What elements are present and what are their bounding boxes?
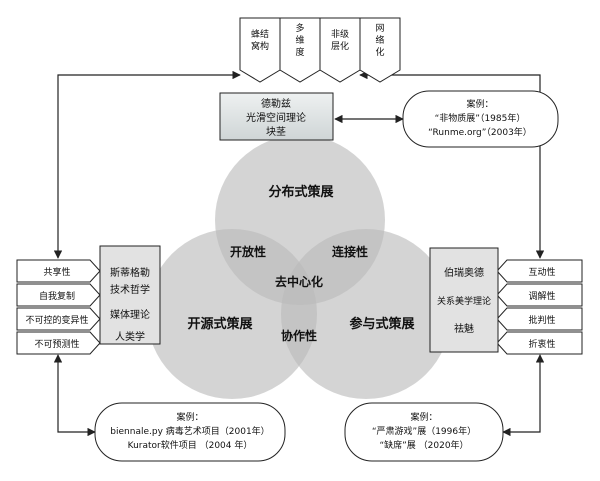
circle-open-source [147, 229, 317, 399]
right-theory-line-1: 伯瑞奥德 [444, 266, 484, 279]
top-tag-4 [359, 17, 401, 83]
venn-labels: 分布式策展 开源式策展 参与式策展 开放性 连接性 去中心化 协作性 [187, 184, 415, 343]
left-tag-2 [16, 283, 101, 307]
top-tag-2 [279, 17, 321, 83]
circle-participatory [281, 229, 451, 399]
left-tag-1 [16, 259, 101, 283]
top-case-line-2: “非物质展”（1985年） [435, 112, 526, 124]
left-case-line-2: biennale.py 病毒艺术项目（2001年） [110, 425, 269, 437]
top-tag-1-label: 蜂窝结构 [251, 28, 269, 52]
left-tags: 共享性 自我复制 不可控的变异性 不可预测性 [16, 259, 101, 355]
connector-left-top [53, 70, 241, 259]
right-tags: 互动性 调解性 批判性 折衷性 [496, 259, 583, 355]
connectors [53, 70, 545, 437]
right-theory-line-3: 祛魅 [454, 322, 474, 335]
left-tag-3-label: 不可控的变异性 [25, 314, 88, 326]
left-case-line-3: Kurator软件项目 （2004 年） [128, 439, 253, 451]
label-distributed: 分布式策展 [268, 184, 334, 200]
top-theory-rect [219, 92, 334, 141]
right-tag-3-label: 批判性 [528, 314, 555, 326]
label-decentralization: 去中心化 [275, 274, 323, 289]
left-case-box: 案例： biennale.py 病毒艺术项目（2001年） Kurator软件项… [94, 402, 286, 462]
top-tag-2-label: 多维度 [295, 22, 304, 58]
right-tag-3 [496, 307, 583, 331]
right-tag-1 [496, 259, 583, 283]
left-case-rect [94, 402, 286, 462]
top-theory-box: 德勒兹 光滑空间理论 块茎 [219, 92, 334, 141]
right-case-rect [344, 402, 504, 462]
right-tag-2 [496, 283, 583, 307]
top-case-line-3: “Runme.org”（2003年） [428, 126, 532, 138]
left-tag-2-label: 自我复制 [39, 290, 75, 302]
left-tag-4-label: 不可预测性 [34, 338, 79, 350]
connector-right-case [502, 354, 545, 437]
left-theory-line-4: 人类学 [115, 330, 145, 343]
top-case-rect [402, 90, 559, 148]
left-case-line-1: 案例： [176, 411, 203, 423]
top-theory-line-3: 块茎 [266, 126, 286, 138]
left-theory-line-3: 媒体理论 [110, 308, 150, 321]
right-tag-1-label: 互动性 [528, 266, 555, 278]
left-theory-line-1: 斯蒂格勒 [110, 266, 150, 279]
top-tags: 蜂窝结构 多维度 非层级化 网络化 [239, 17, 401, 83]
top-tag-3 [319, 17, 361, 83]
label-open-source: 开源式策展 [187, 316, 253, 332]
left-tag-3 [16, 307, 101, 331]
top-tag-1 [239, 17, 281, 83]
top-theory-line-2: 光滑空间理论 [246, 111, 306, 124]
venn-circles [147, 135, 451, 399]
connector-right-top [359, 70, 545, 259]
right-theory-rect [429, 247, 499, 353]
right-tag-4-label: 折衷性 [528, 338, 555, 350]
right-theory-line-2: 关系美学理论 [437, 295, 491, 307]
right-case-line-1: 案例： [410, 411, 437, 423]
label-openness: 开放性 [230, 244, 266, 259]
connector-left-case [53, 354, 96, 437]
right-case-line-3: “缺席”展 （2020年） [379, 439, 468, 451]
top-tag-4-label: 网络化 [375, 23, 384, 58]
top-theory-line-1: 德勒兹 [261, 97, 291, 110]
left-theory-line-2: 技术哲学 [110, 283, 150, 296]
left-tag-1-label: 共享性 [43, 266, 70, 278]
left-tag-4 [16, 331, 101, 355]
right-tag-4 [496, 331, 583, 355]
right-case-box: 案例： “严肃游戏”展（1996年） “缺席”展 （2020年） [344, 402, 504, 462]
left-theory-rect [99, 245, 161, 345]
label-participatory: 参与式策展 [349, 316, 415, 332]
right-case-line-2: “严肃游戏”展（1996年） [372, 425, 476, 437]
right-theory-box: 伯瑞奥德 关系美学理论 祛魅 [429, 247, 499, 353]
top-case-box: 案例： “非物质展”（1985年） “Runme.org”（2003年） [402, 90, 559, 148]
label-collaboration: 协作性 [281, 328, 317, 343]
left-theory-box: 斯蒂格勒 技术哲学 媒体理论 人类学 [99, 245, 161, 345]
label-connectivity: 连接性 [332, 244, 368, 259]
top-tag-3-label: 非层级化 [331, 28, 349, 52]
top-case-line-1: 案例： [466, 98, 493, 110]
right-tag-2-label: 调解性 [528, 290, 555, 302]
